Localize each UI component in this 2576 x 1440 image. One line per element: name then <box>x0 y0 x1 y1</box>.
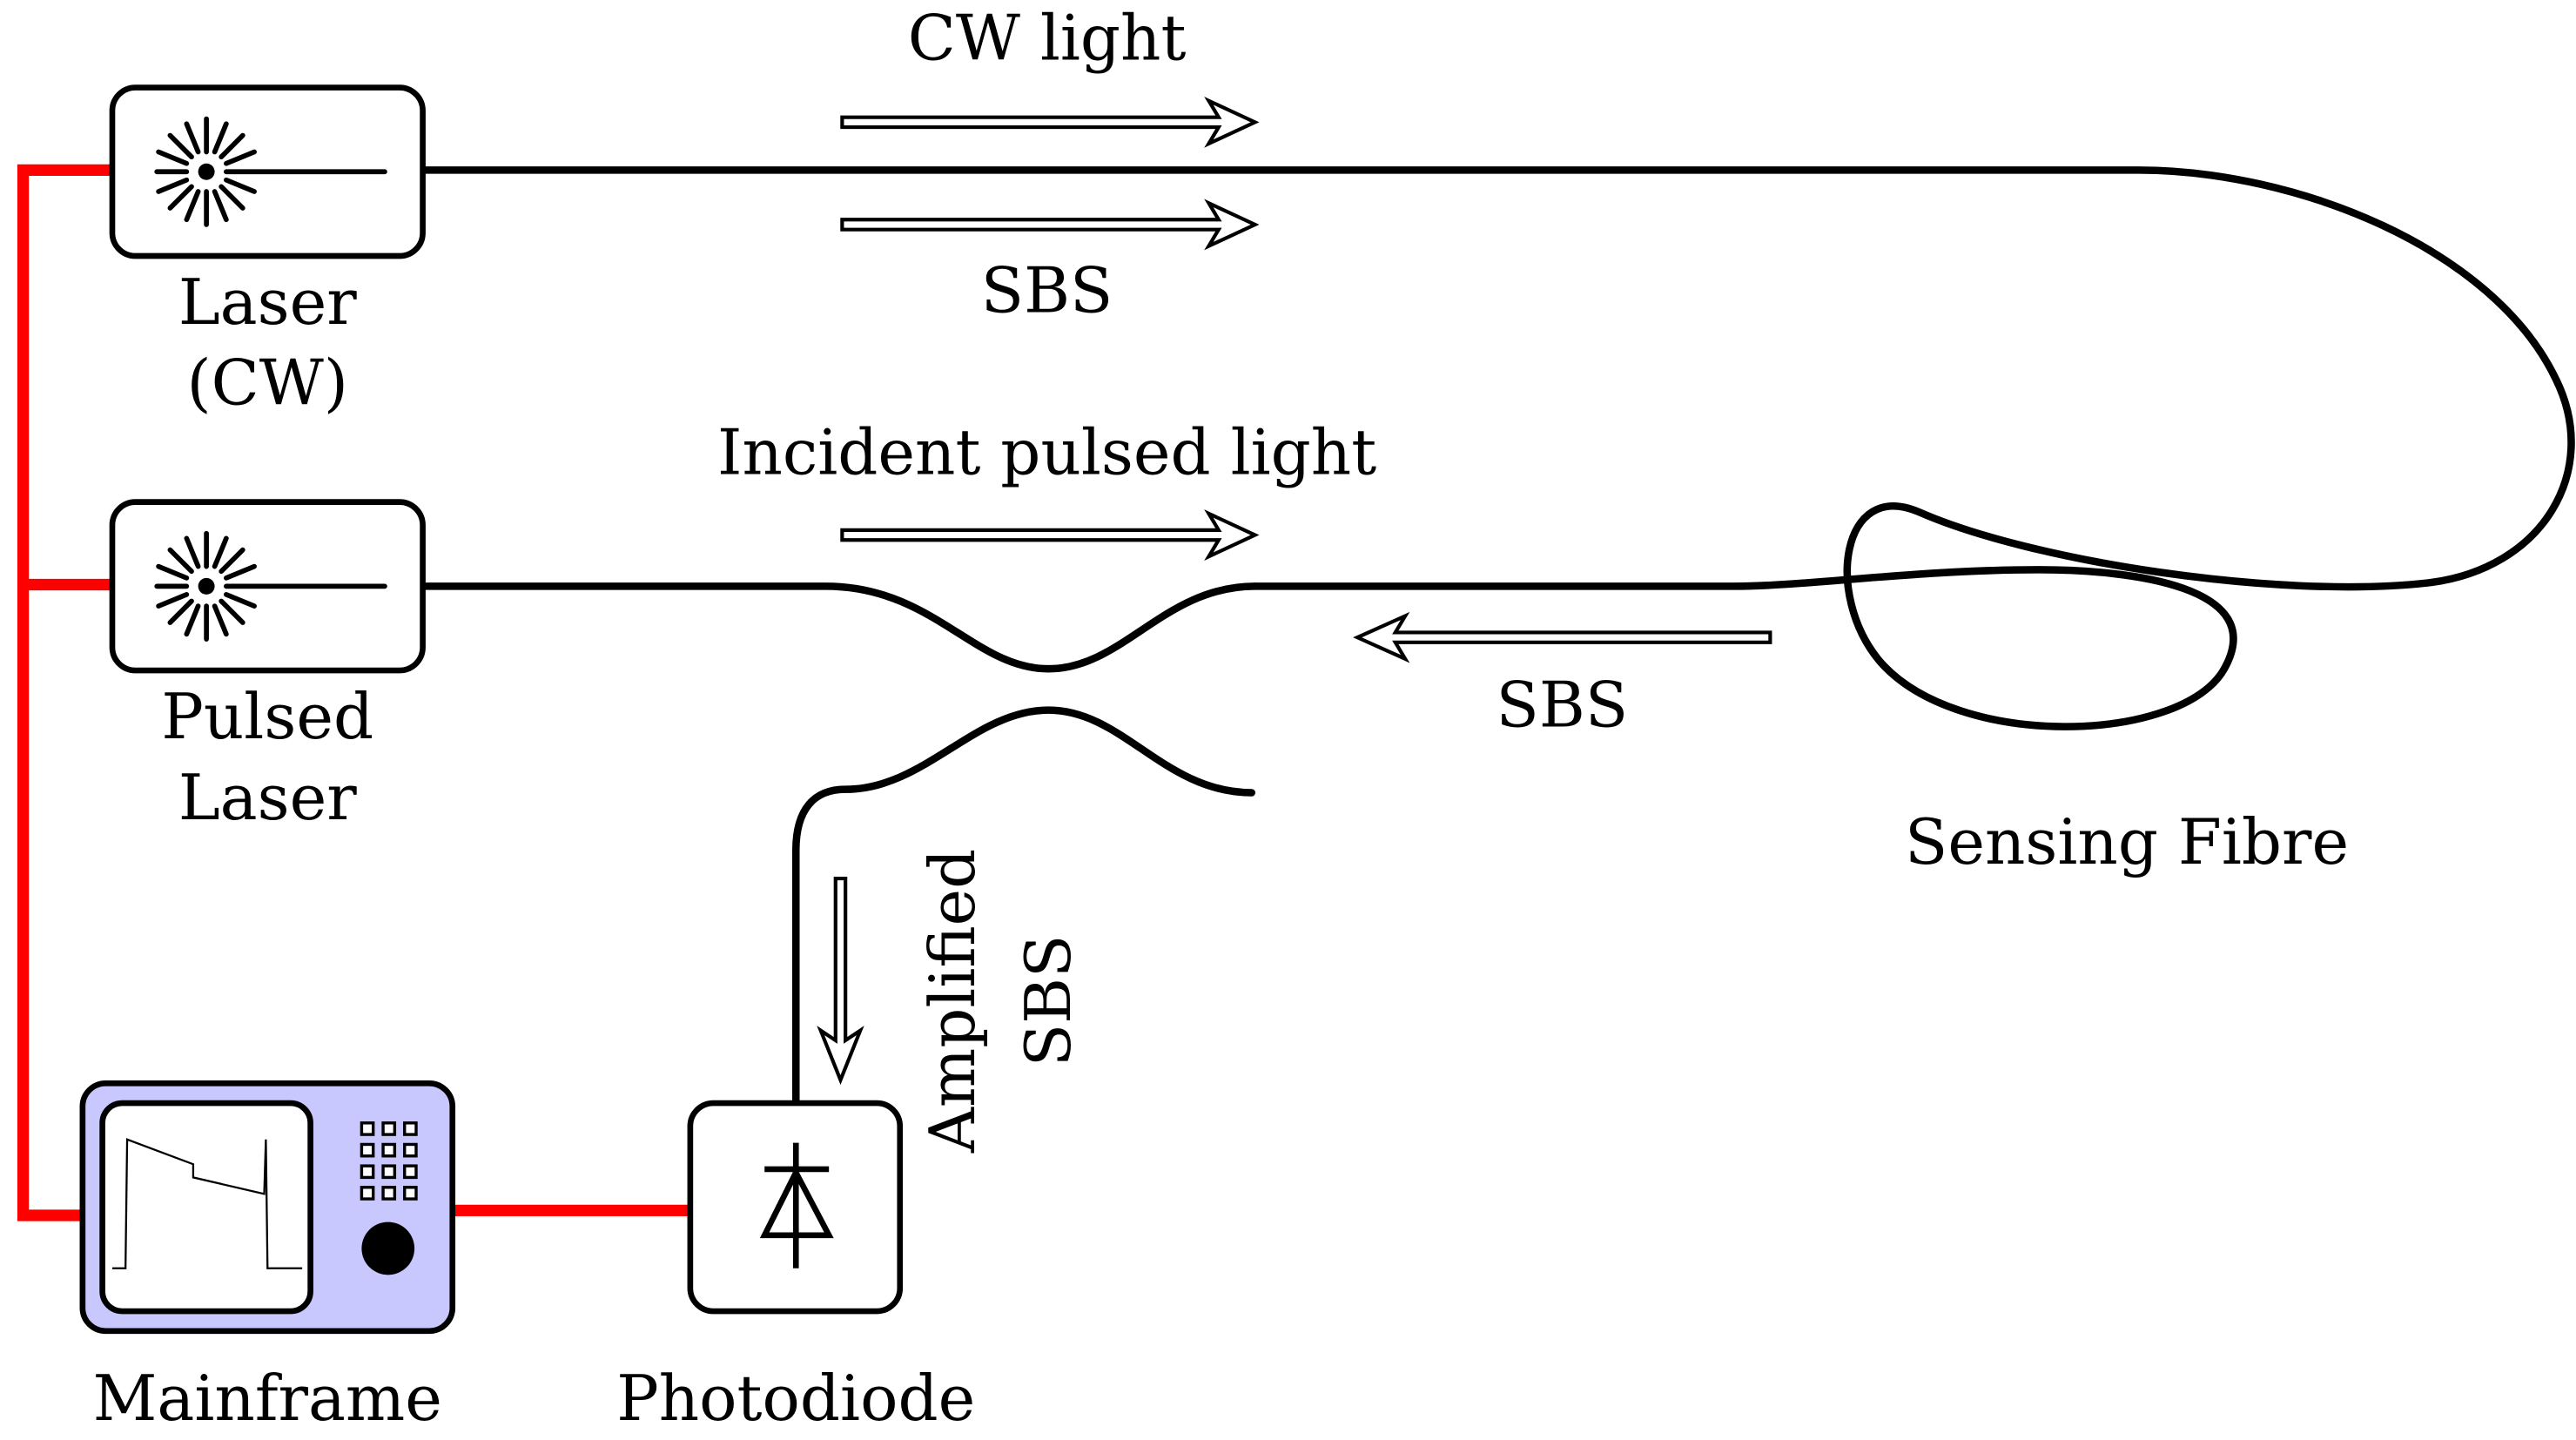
fibre-paths <box>419 166 2575 1107</box>
arrow-amplified-sbs <box>817 877 864 1086</box>
pulsed-fibre-coupler-top <box>419 582 1259 673</box>
label-cw-light: CW light <box>908 1 1187 74</box>
label-sbs-middle: SBS <box>1497 669 1629 742</box>
electrical-wiring <box>17 164 694 1221</box>
label-sbs-top: SBS <box>981 253 1113 326</box>
label-mainframe: Mainframe <box>93 1362 442 1435</box>
diode-symbol-icon <box>759 1142 834 1268</box>
mainframe[interactable] <box>79 1080 456 1335</box>
keypad-grid-icon <box>360 1121 418 1201</box>
label-amplified-sbs-1: Amplified <box>916 849 989 1154</box>
knob-icon[interactable] <box>361 1221 415 1275</box>
red-wire-bus <box>17 164 112 1221</box>
label-laser-cw-1: Laser <box>178 266 357 339</box>
laser-cw[interactable] <box>109 84 426 259</box>
arrow-cw-light <box>840 96 1260 148</box>
mainframe-screen <box>99 1100 313 1315</box>
starburst-laser-icon <box>154 530 387 642</box>
oscilloscope-trace-icon <box>111 1138 303 1269</box>
label-pulsed-laser-1: Pulsed <box>161 680 373 753</box>
arrow-sbs-middle <box>1353 611 1772 663</box>
label-incident-pulsed: Incident pulsed light <box>717 415 1376 488</box>
arrow-incident-pulsed <box>840 509 1260 561</box>
direction-arrows <box>817 96 1772 1086</box>
pulsed-laser[interactable] <box>109 499 426 674</box>
arrow-sbs-top <box>840 199 1260 251</box>
label-amplified-sbs-2: SBS <box>1012 935 1085 1067</box>
coupler-bottom-to-photodiode <box>791 706 1256 1107</box>
labels: CW light SBS Laser (CW) Incident pulsed … <box>93 1 2350 1435</box>
cw-fibre <box>419 166 2575 730</box>
label-laser-cw-2: (CW) <box>187 347 348 420</box>
photodiode[interactable] <box>687 1100 904 1315</box>
label-sensing-fibre: Sensing Fibre <box>1905 805 2349 878</box>
label-pulsed-laser-2: Laser <box>178 761 357 834</box>
starburst-laser-icon <box>154 116 387 227</box>
label-photodiode: Photodiode <box>616 1362 975 1435</box>
